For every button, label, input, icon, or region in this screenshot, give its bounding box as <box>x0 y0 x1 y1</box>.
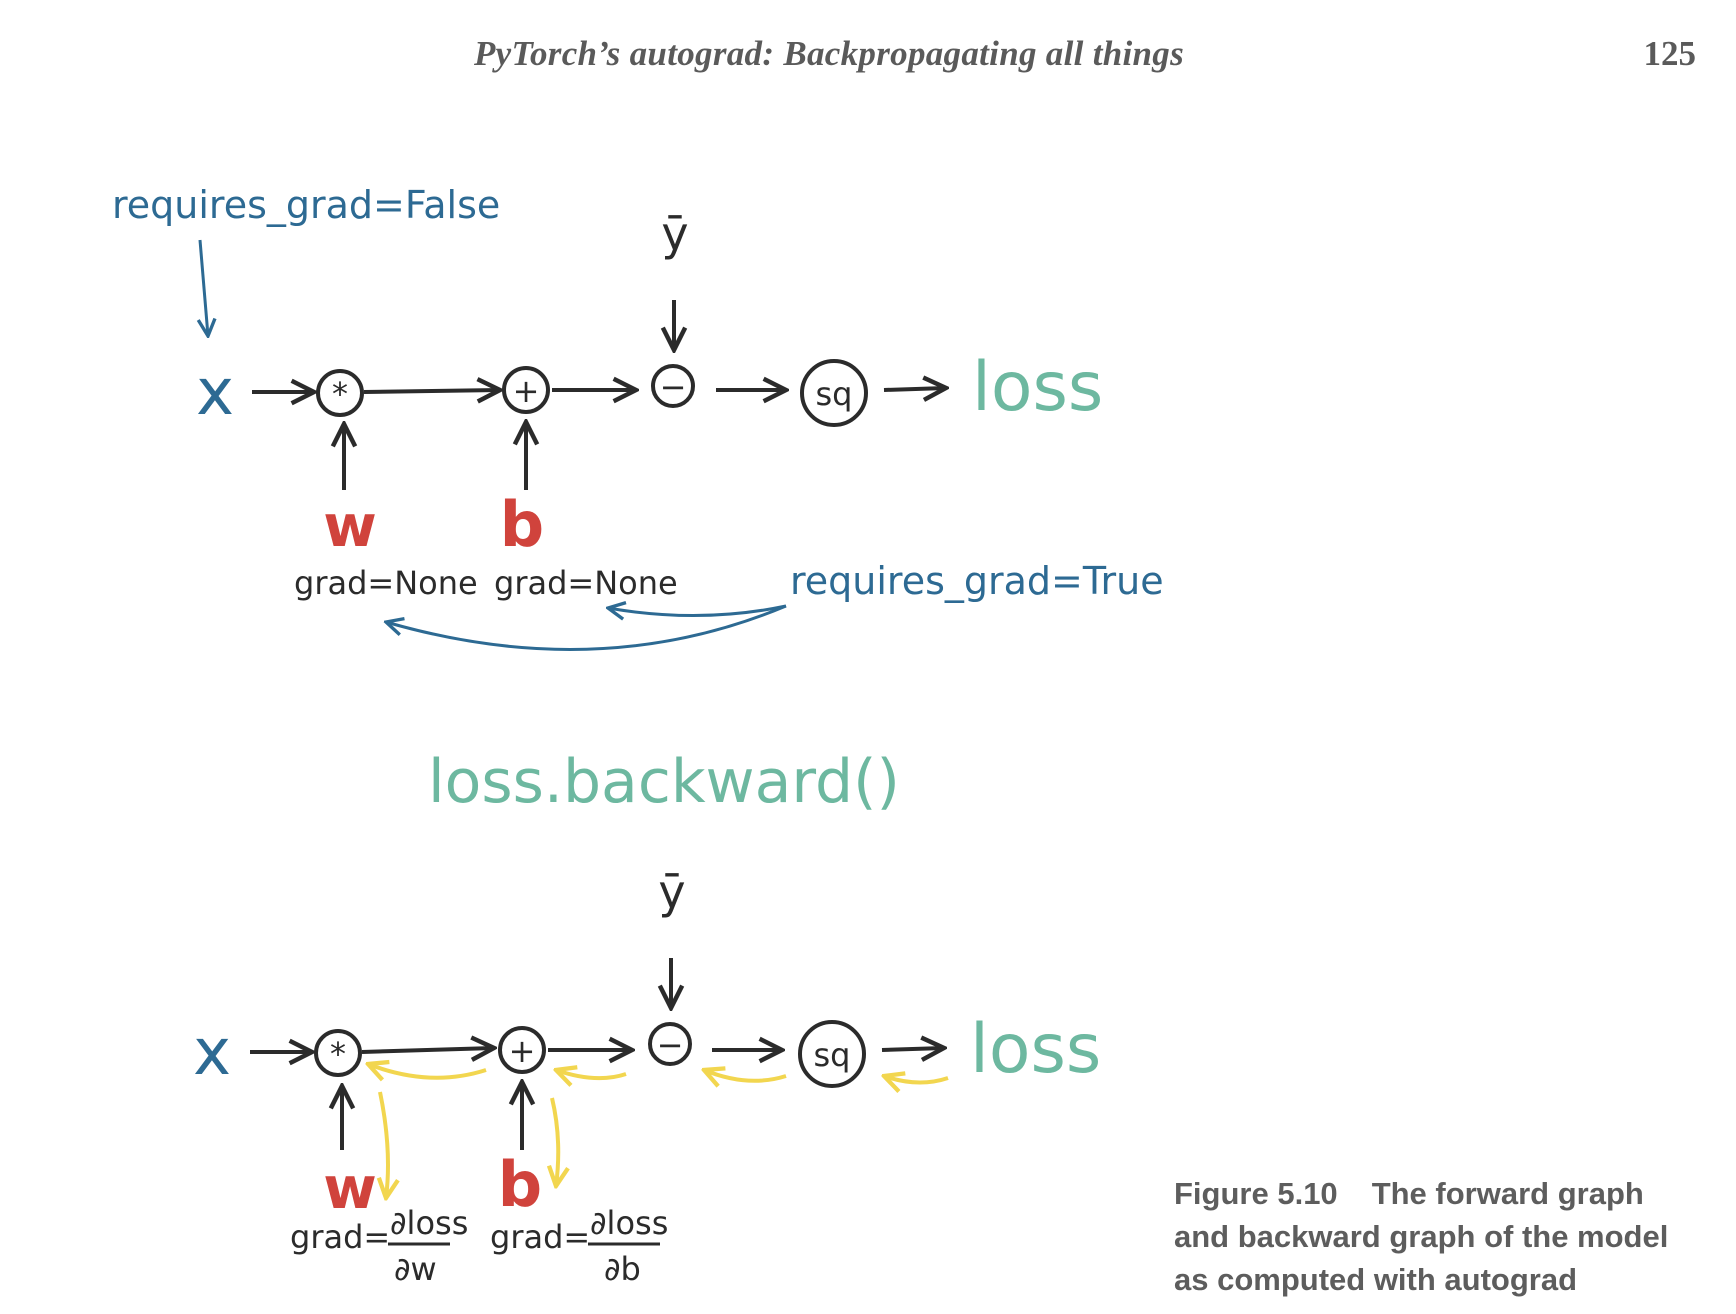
grad-flow-add-to-mul <box>368 1064 487 1078</box>
backward-graph: x * + ȳ − sq loss w b grad= ∂loss ∂w gra… <box>193 865 1101 1288</box>
note-arrow-to-w <box>386 604 787 651</box>
bias-b: b <box>500 488 544 561</box>
backward-call: loss.backward() <box>428 747 900 817</box>
page-number: 125 <box>1643 34 1697 73</box>
square-node-2 <box>798 1020 866 1088</box>
add-node-2 <box>498 1026 546 1074</box>
sub-symbol: − <box>660 368 687 406</box>
add-symbol-2: + <box>509 1032 536 1070</box>
grad-flow-sq-to-sub <box>704 1070 787 1081</box>
mul-symbol: * <box>332 375 348 413</box>
requires-grad-false-note: requires_grad=False <box>112 183 500 227</box>
weight-grad-numerator: ∂loss <box>390 1204 468 1242</box>
running-head: PyTorch’s autograd: Backpropagating all … <box>0 34 1736 84</box>
running-title: PyTorch’s autograd: Backpropagating all … <box>474 34 1185 73</box>
arrow-sq-to-loss <box>883 388 946 390</box>
weight-grad-none: grad=None <box>294 564 478 602</box>
bias-grad-prefix: grad= <box>490 1218 590 1256</box>
grad-flow-sub-to-add <box>556 1070 627 1078</box>
arrow-sq-to-loss-2 <box>881 1048 944 1050</box>
weight-w-2: w <box>323 1154 377 1222</box>
target-ybar: ȳ <box>661 207 688 261</box>
requires-grad-true-note: requires_grad=True <box>790 559 1164 603</box>
bias-grad-denominator: ∂b <box>604 1250 641 1288</box>
arrow-mul-to-add-2 <box>361 1048 494 1052</box>
loss-output: loss <box>972 348 1103 427</box>
sub-node-2 <box>648 1022 692 1066</box>
loss-output-2: loss <box>970 1010 1101 1089</box>
grad-flow-add-to-b <box>552 1097 558 1186</box>
target-ybar-2: ȳ <box>658 865 685 919</box>
bias-grad-none: grad=None <box>494 564 678 602</box>
forward-graph: requires_grad=False x * + ȳ − sq loss w … <box>112 183 1164 651</box>
add-node <box>502 366 550 414</box>
square-symbol: sq <box>816 375 853 413</box>
bias-grad-numerator: ∂loss <box>590 1204 668 1242</box>
square-node <box>800 359 868 427</box>
weight-w: w <box>323 492 377 560</box>
arrow-mul-to-add <box>363 390 500 392</box>
add-symbol: + <box>513 372 540 410</box>
grad-flow-mul-to-w <box>380 1091 388 1198</box>
mul-symbol-2: * <box>330 1035 346 1073</box>
sub-node <box>651 364 695 408</box>
figure-label: Figure 5.10 <box>1174 1176 1338 1211</box>
weight-grad-denominator: ∂w <box>394 1250 437 1288</box>
mul-node-2 <box>314 1029 362 1077</box>
note-arrow-to-x <box>200 239 208 336</box>
figure-caption-text: The forward graph and backward graph of … <box>1174 1176 1669 1297</box>
grad-flow-loss-to-sq <box>884 1076 949 1083</box>
square-symbol-2: sq <box>814 1036 851 1074</box>
note-arrow-to-b <box>608 606 787 616</box>
bias-b-2: b <box>498 1148 542 1221</box>
weight-grad-prefix: grad= <box>290 1218 390 1256</box>
sub-symbol-2: − <box>657 1026 684 1064</box>
input-x: x <box>196 356 234 430</box>
mul-node <box>316 369 364 417</box>
input-x-2: x <box>193 1016 231 1090</box>
